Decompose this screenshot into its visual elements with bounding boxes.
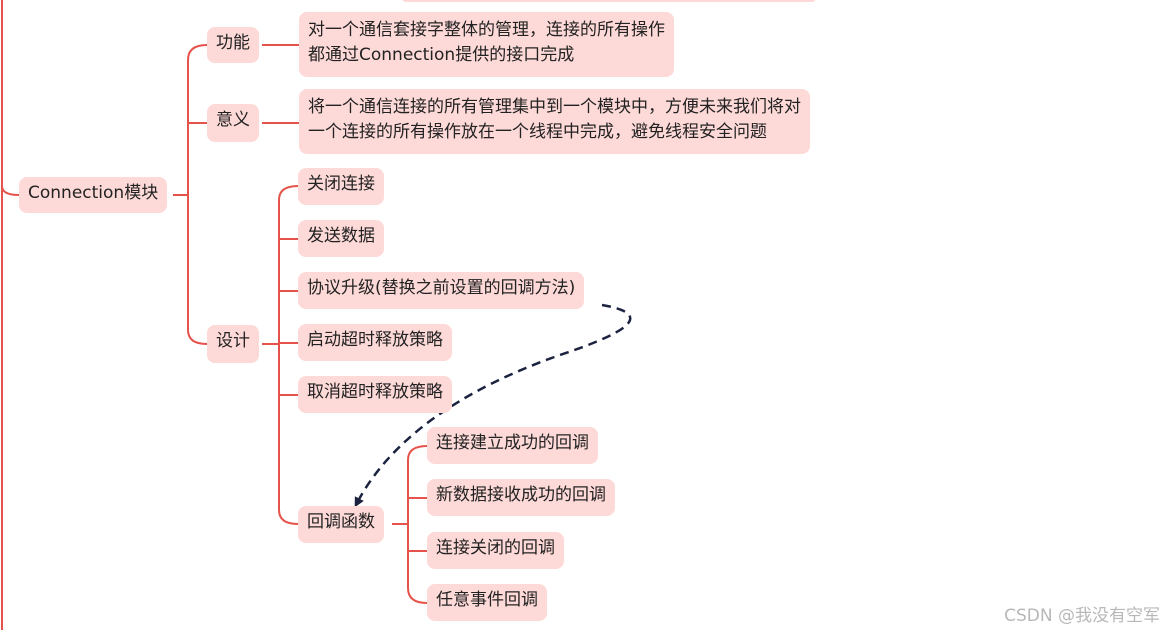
meaning-detail-line-2: 一个连接的所有操作放在一个线程中完成，避免线程安全问题 <box>308 122 767 142</box>
function-detail-line-2: 都通过Connection提供的接口完成 <box>308 45 575 65</box>
design-item-start-timeout[interactable]: 启动超时释放策略 <box>298 324 452 361</box>
design-item-callbacks-label: 回调函数 <box>307 512 375 532</box>
callback-item-message-label: 新数据接收成功的回调 <box>436 485 606 505</box>
csdn-watermark: CSDN @我没有空军 <box>1004 606 1160 626</box>
branch-function[interactable]: 功能 <box>207 27 259 63</box>
design-item-cancel-timeout[interactable]: 取消超时释放策略 <box>298 376 452 413</box>
callbacks-spine <box>407 445 428 604</box>
callback-item-connected-label: 连接建立成功的回调 <box>436 433 589 453</box>
meaning-detail-line-1: 将一个通信连接的所有管理集中到一个模块中，方便未来我们将对 <box>308 97 801 117</box>
design-item-close[interactable]: 关闭连接 <box>298 168 384 205</box>
callback-item-message[interactable]: 新数据接收成功的回调 <box>427 479 615 516</box>
relation-arrow <box>354 303 632 508</box>
callback-item-closed[interactable]: 连接关闭的回调 <box>427 532 564 569</box>
design-item-start-timeout-label: 启动超时释放策略 <box>307 330 443 350</box>
root-label: Connection模块 <box>28 183 159 203</box>
branch-function-label: 功能 <box>216 33 250 53</box>
callback-item-connected[interactable]: 连接建立成功的回调 <box>427 427 598 464</box>
design-item-callbacks[interactable]: 回调函数 <box>298 506 384 543</box>
function-detail-node[interactable]: 对一个通信套接字整体的管理，连接的所有操作 都通过Connection提供的接口… <box>299 12 674 77</box>
callback-item-any-event[interactable]: 任意事件回调 <box>427 584 547 621</box>
trunk-to-root-connector <box>1 185 20 196</box>
callback-item-closed-label: 连接关闭的回调 <box>436 538 555 558</box>
callback-item-any-event-label: 任意事件回调 <box>436 590 538 610</box>
function-detail-line-1: 对一个通信套接字整体的管理，连接的所有操作 <box>308 20 665 40</box>
design-item-upgrade[interactable]: 协议升级(替换之前设置的回调方法) <box>298 272 585 309</box>
branch-meaning-label: 意义 <box>216 110 250 130</box>
design-spine <box>278 185 299 525</box>
branch-design[interactable]: 设计 <box>207 325 259 363</box>
design-item-send[interactable]: 发送数据 <box>298 220 384 257</box>
design-item-cancel-timeout-label: 取消超时释放策略 <box>307 382 443 402</box>
offscreen-node-edge <box>402 0 816 2</box>
root-node[interactable]: Connection模块 <box>19 177 168 213</box>
branch-spine <box>187 44 208 345</box>
design-item-send-label: 发送数据 <box>307 226 375 246</box>
design-item-close-label: 关闭连接 <box>307 174 375 194</box>
branch-design-label: 设计 <box>216 331 250 351</box>
design-item-upgrade-label: 协议升级(替换之前设置的回调方法) <box>307 278 576 298</box>
meaning-detail-node[interactable]: 将一个通信连接的所有管理集中到一个模块中，方便未来我们将对 一个连接的所有操作放… <box>299 89 810 154</box>
branch-meaning[interactable]: 意义 <box>207 104 259 142</box>
